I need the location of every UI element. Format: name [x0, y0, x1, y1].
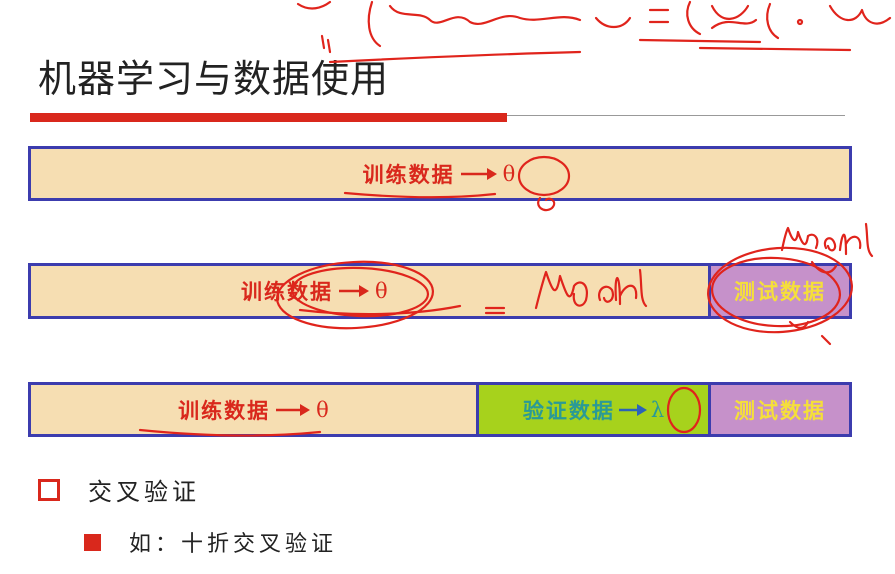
row3-arrow-icon — [276, 403, 311, 417]
ink-top-scribble — [796, 18, 804, 26]
row3-param: θ — [316, 397, 331, 422]
title-underline-accent — [30, 113, 507, 122]
ink-row2-mark — [820, 334, 832, 346]
ink-top-scribble — [710, 4, 758, 30]
row2-arrow-icon — [339, 284, 369, 298]
row1-train-label: 训练数据 — [362, 162, 455, 187]
solid-square-bullet-icon — [84, 533, 101, 551]
bullet-level1-text: 交叉验证 — [88, 478, 200, 506]
slide-title: 机器学习与数据使用 — [38, 57, 390, 101]
ink-row2-mark — [788, 320, 810, 330]
ink-top-scribble — [388, 4, 582, 25]
row3-test-label: 测试数据 — [734, 398, 826, 423]
row2-test-label: 测试数据 — [734, 280, 826, 304]
ink-top-scribble — [648, 8, 670, 24]
bullet-level2: 如：十折交叉验证 — [84, 526, 337, 558]
row2-training-strip: 训练数据 θ — [28, 263, 710, 319]
ink-top-scribble — [296, 0, 332, 10]
ink-top-scribble — [367, 0, 382, 48]
row3-test-strip: 测试数据 — [708, 382, 852, 437]
row2-param: θ — [375, 279, 390, 303]
ink-top-scribble — [828, 4, 892, 25]
row3-val-arrow-icon — [618, 403, 647, 417]
row1-param: θ — [502, 161, 518, 186]
ink-row2-model-word-small — [780, 222, 874, 258]
ink-top-scribble — [594, 16, 632, 29]
row3-validation-strip: 验证数据 λ — [476, 382, 710, 437]
hollow-square-bullet-icon — [38, 478, 60, 501]
ink-top-scribble — [766, 2, 780, 40]
row1-arrow-icon — [460, 167, 497, 181]
row3-train-label: 训练数据 — [178, 398, 271, 423]
row3-training-strip: 训练数据 θ — [28, 382, 478, 437]
ink-top-scribble — [638, 38, 852, 52]
row2-train-label: 训练数据 — [241, 280, 333, 304]
row3-val-label: 验证数据 — [522, 398, 615, 423]
row2-test-strip: 测试数据 — [708, 263, 852, 319]
bullet-level1: 交叉验证 — [38, 472, 200, 507]
ink-top-scribble — [686, 0, 702, 36]
row1-training-strip: 训练数据 θ — [28, 146, 852, 201]
title-underline-rule — [507, 115, 845, 116]
row3-val-param: λ — [650, 397, 667, 422]
bullet-level2-text: 如：十折交叉验证 — [129, 532, 338, 557]
